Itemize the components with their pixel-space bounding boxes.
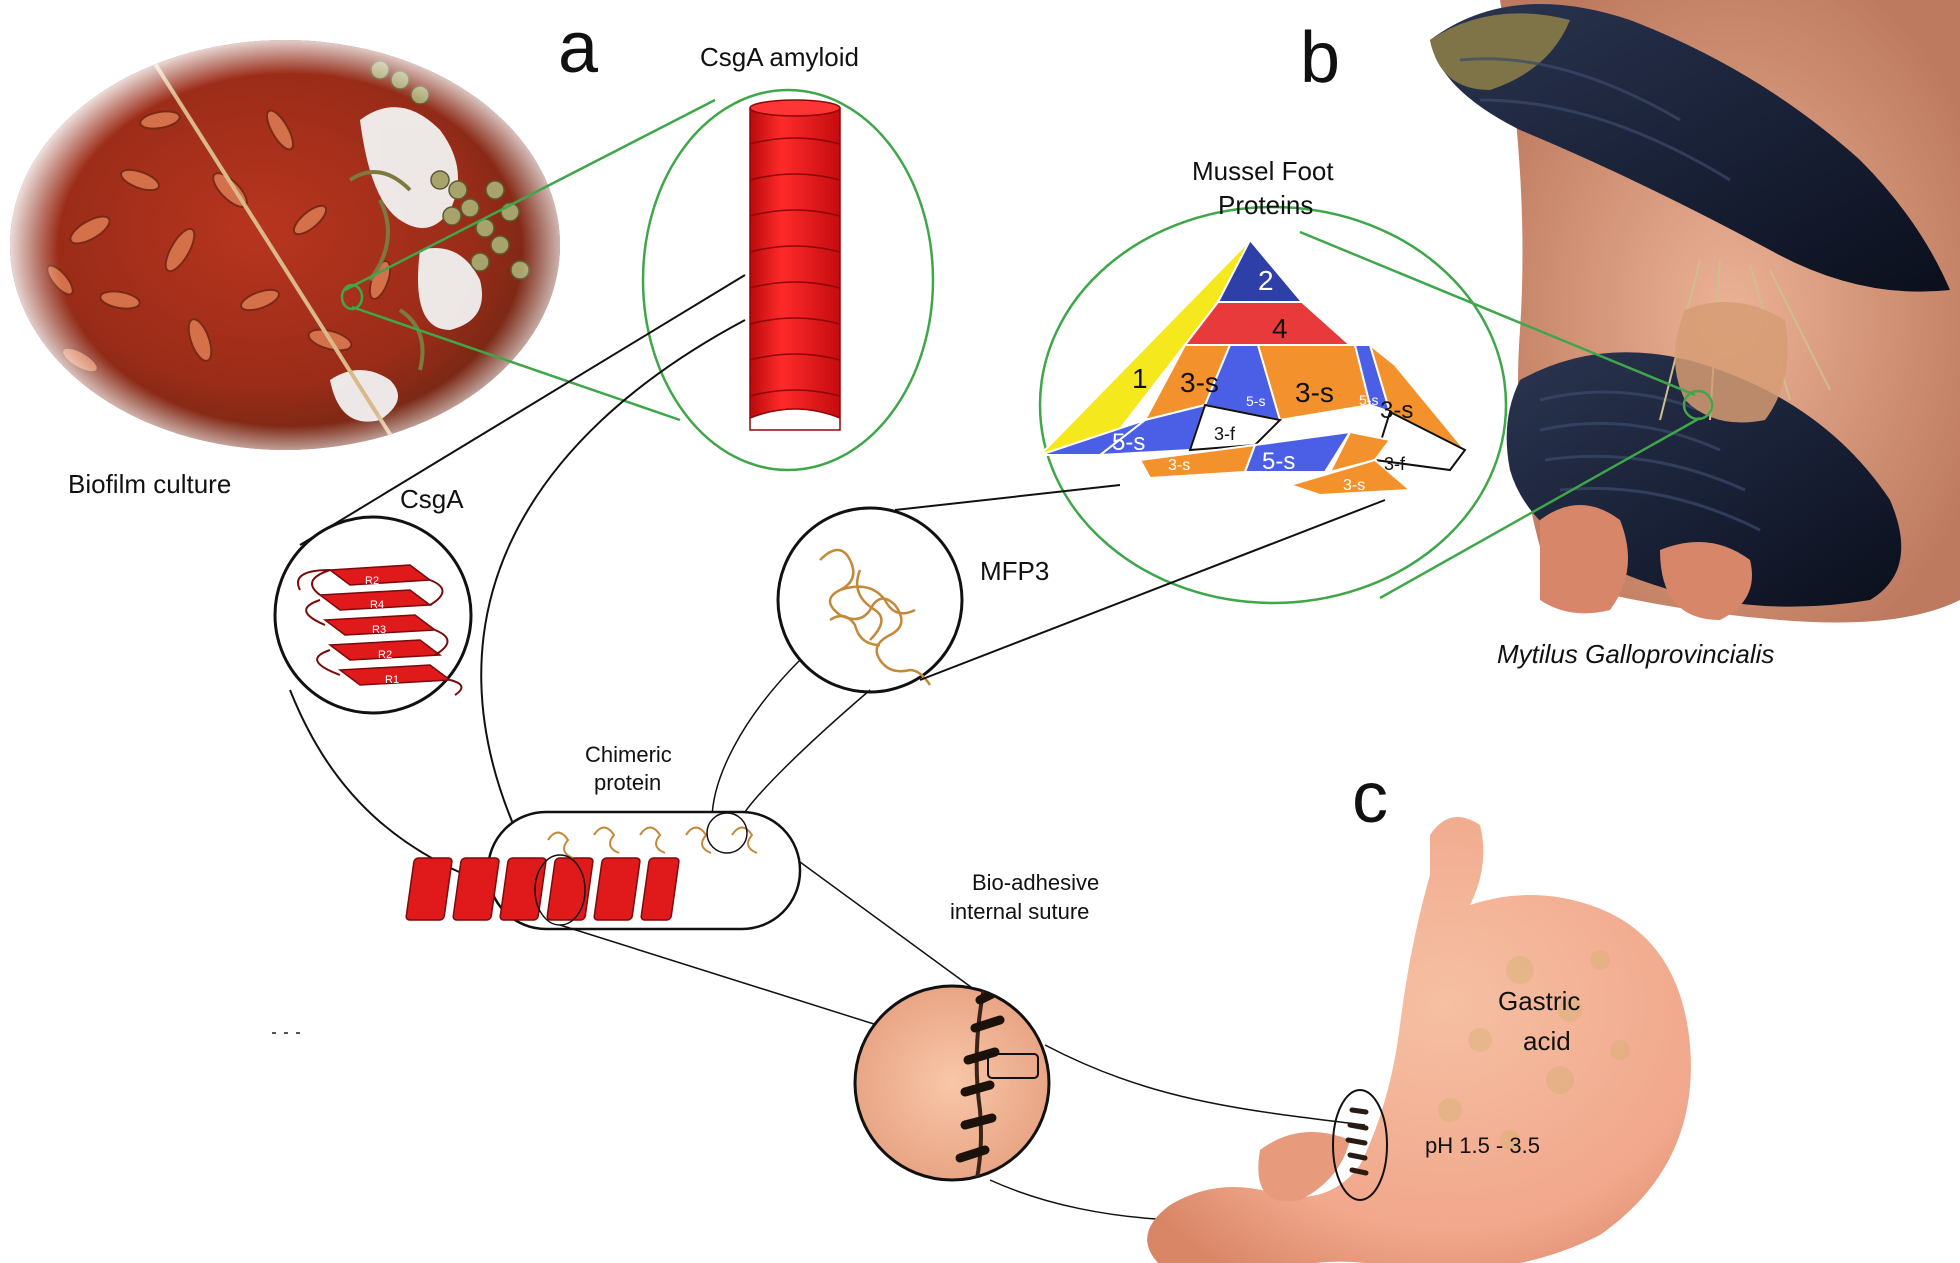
csga-repeat-r1: R1 [385, 674, 399, 686]
mfp-label-3s-c: 3-s [1380, 397, 1413, 424]
biofilm-zoom-spot [340, 283, 364, 311]
csga-amyloid-label: CsgA amyloid [700, 42, 859, 72]
panel-label-a: a [558, 8, 599, 88]
chimeric-label-line1: Chimeric [585, 742, 672, 767]
mfp-label-5s-d: 5-s [1262, 448, 1295, 475]
mfp-label-5s-c: 5-s [1112, 429, 1145, 456]
csga-repeat-r3: R3 [372, 624, 386, 636]
csga-repeat-r2a: R2 [365, 575, 379, 587]
zoom-lines-mussel-mfp [1299, 230, 1701, 600]
mfp-label-2: 2 [1258, 265, 1274, 296]
bioadhesive-label-line1: Bio-adhesive [972, 870, 1099, 895]
mfp-label-3f-b: 3-f [1384, 454, 1406, 474]
mfp-title-line1: Mussel Foot [1192, 156, 1334, 186]
mfp-zoom-circle [1038, 205, 1508, 605]
csga-circle [273, 515, 473, 715]
mfp-label-3s-e: 3-s [1343, 477, 1365, 494]
csga-amyloid-fibril [749, 99, 841, 431]
stomach-illustration [1147, 817, 1691, 1263]
gastric-acid-label-line1: Gastric [1498, 986, 1580, 1016]
mfp-label-3s-d: 3-s [1168, 457, 1190, 474]
mfp-label-5s-a: 5-s [1246, 393, 1265, 409]
mfp-label-3f-a: 3-f [1214, 424, 1236, 444]
csga-repeat-r2b: R2 [378, 649, 392, 661]
suture-magnified-circle [853, 984, 1051, 1182]
zoom-lines-biofilm-amyloid [340, 98, 716, 422]
chimeric-protein-array [405, 812, 758, 926]
mfp-label-3s-a: 3-s [1180, 367, 1219, 398]
mfp-label-5s-b: 5-s [1359, 392, 1378, 408]
mfp-label-3s-b: 3-s [1295, 377, 1334, 408]
mfp3-circle [776, 506, 964, 694]
connector-lines-b [894, 484, 1386, 681]
mfp-label-1: 1 [1132, 363, 1148, 394]
ph-range-label: pH 1.5 - 3.5 [1425, 1133, 1540, 1158]
csga-label: CsgA [400, 484, 464, 514]
biofilm-culture-image [10, 40, 560, 450]
mfp-label-4: 4 [1272, 313, 1288, 344]
biofilm-culture-label: Biofilm culture [68, 469, 231, 499]
mfp3-coil [819, 548, 932, 686]
csga-repeat-structure: R2 R4 R3 R2 R1 [297, 564, 463, 696]
csga-repeat-r4: R4 [370, 599, 384, 611]
mfp-pyramid-labels: 2 4 1 3-s 5-s 3-s 5-s 3-s 5-s 3-f 5-s 3-… [1112, 265, 1413, 494]
mytilus-label: Mytilus Galloprovincialis [1497, 639, 1774, 669]
mfp-title-line2: Proteins [1218, 190, 1313, 220]
chimeric-label-line2: protein [594, 770, 661, 795]
mfp3-label: MFP3 [980, 556, 1049, 586]
panel-label-c: c [1352, 758, 1388, 838]
mussel-photo [1385, 0, 1960, 640]
csga-amyloid-zoom-circle [641, 88, 935, 472]
mfp-pyramid [1037, 238, 1467, 497]
bioadhesive-label-line2: internal suture [950, 899, 1089, 924]
panel-label-b: b [1300, 18, 1340, 98]
gastric-acid-label-line2: acid [1523, 1026, 1571, 1056]
